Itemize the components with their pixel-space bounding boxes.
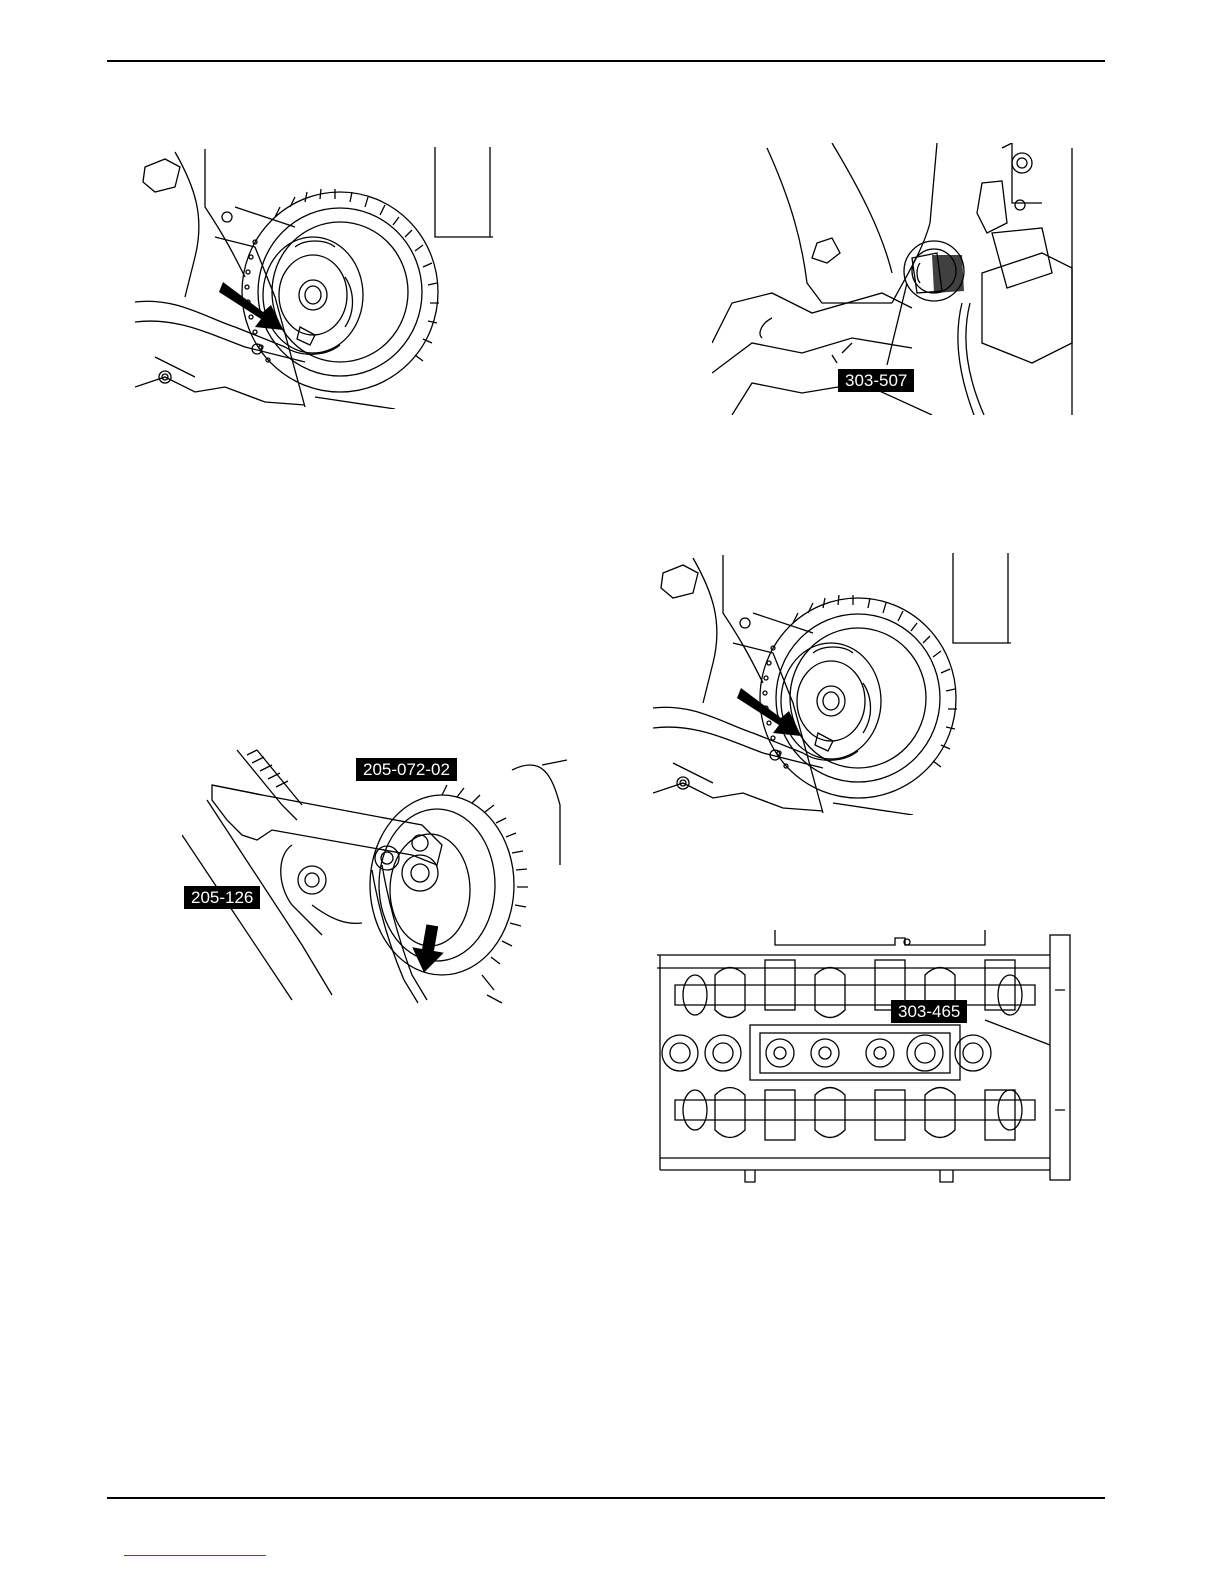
figure-crank-pulley-right	[653, 553, 1013, 815]
tool-label-303-465: 303-465	[891, 1000, 967, 1023]
footer-link-underline[interactable]	[124, 1555, 266, 1556]
crank-pulley-illustration	[135, 147, 495, 409]
figure-camshaft-alignment: 303-465	[655, 930, 1080, 1190]
tool-label-303-507: 303-507	[838, 369, 914, 392]
crank-pulley-illustration-2	[653, 553, 1013, 815]
footer-rule	[107, 1497, 1105, 1499]
tool-label-205-072-02: 205-072-02	[356, 758, 457, 781]
figure-engine-block-plug: 303-507	[712, 143, 1084, 415]
tool-label-205-126: 205-126	[184, 886, 260, 909]
camshaft-illustration	[655, 930, 1080, 1190]
holding-tool-illustration	[182, 745, 567, 1007]
header-rule	[107, 60, 1105, 62]
figure-pulley-holding-tool: 205-072-02 205-126	[182, 745, 567, 1007]
figure-crank-pulley-top-left	[135, 147, 495, 409]
